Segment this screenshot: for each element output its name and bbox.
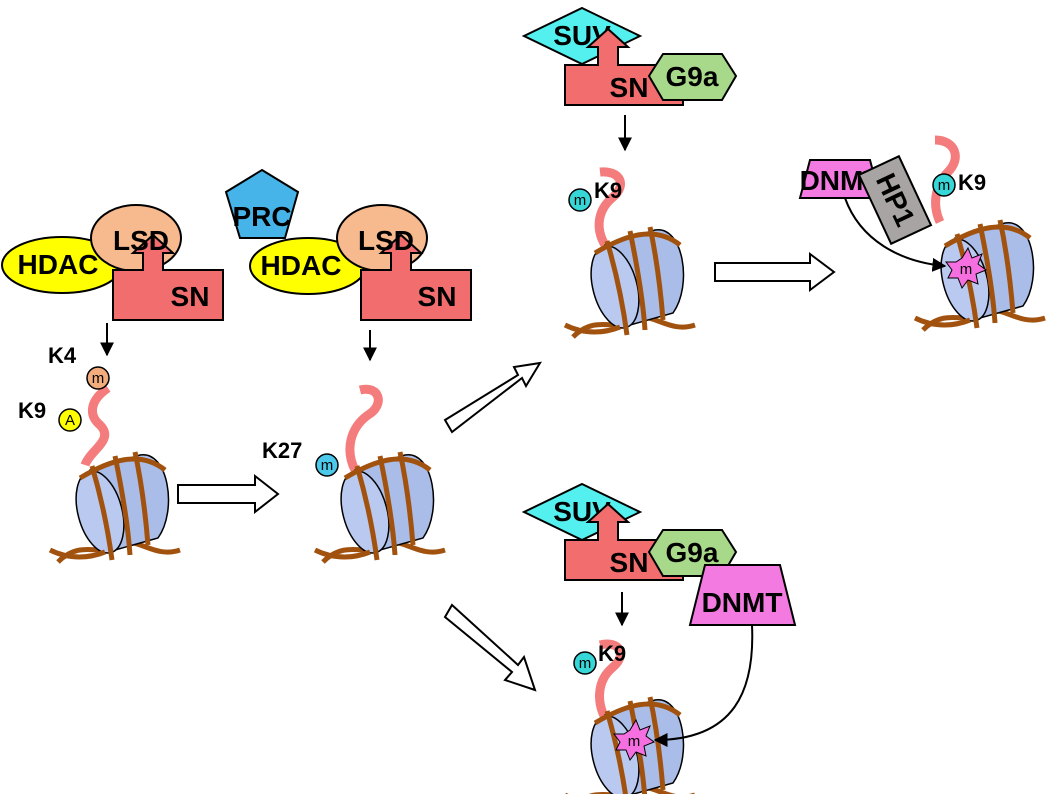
prc-label: PRC — [232, 201, 291, 232]
sn-label-5: SN — [610, 547, 649, 578]
g9a-label-2: G9a — [666, 537, 719, 568]
panel-3: SUV G9a SN m K9 — [521, 6, 738, 337]
histone-tail-5 — [595, 639, 625, 721]
panel-1: HDAC LSD SN K4 K9 m A — [1, 204, 224, 562]
arrow-1-to-2 — [177, 473, 280, 515]
methyl-k9-text-3: m — [574, 192, 587, 209]
k9-label-5: K9 — [598, 641, 626, 666]
sn-shape-3 — [564, 27, 684, 106]
arrow-3-to-4 — [714, 252, 836, 292]
arrow-2-to-3 — [443, 361, 542, 434]
acetyl-k9-mark — [58, 408, 82, 432]
nucleosome-1 — [50, 452, 180, 562]
methyl-k9-mark-3 — [568, 188, 592, 212]
panel-4: DNMT HP1 m K9 m — [798, 135, 1045, 330]
k4-label: K4 — [48, 343, 77, 368]
k9-label-1: K9 — [18, 398, 46, 423]
methyl-k27-mark — [315, 453, 339, 477]
hdac-label-2: HDAC — [261, 250, 342, 281]
g9a-shape-1 — [647, 53, 738, 101]
k9-label-4: K9 — [958, 170, 986, 195]
histone-tail-2 — [345, 384, 383, 473]
acetyl-k9-text: A — [65, 412, 75, 429]
dna-methyl-text-5: m — [628, 733, 641, 750]
sn-label-2: SN — [418, 281, 457, 312]
dnmt-shape-2 — [688, 564, 797, 626]
nucleosome-4 — [915, 220, 1045, 330]
dna-methyl-text-4: m — [960, 261, 973, 278]
sn-label-3: SN — [610, 72, 649, 103]
g9a-label-1: G9a — [666, 61, 719, 92]
dna-methyl-mark-5 — [613, 718, 656, 762]
dna-methyl-mark-4 — [945, 246, 988, 290]
histone-tail-3 — [594, 167, 625, 248]
hdac-label-1: HDAC — [18, 249, 99, 280]
methyl-k4-mark — [86, 366, 110, 390]
methyl-k4-text: m — [92, 370, 105, 387]
panel-5: SUV G9a SN DNMT m K9 m — [521, 482, 797, 794]
dnmt-arrow-5 — [653, 624, 754, 747]
dnmt-label-2: DNMT — [702, 587, 783, 618]
methyl-k9-text-4: m — [938, 177, 951, 194]
nucleosome-3 — [565, 227, 695, 337]
methyl-k9-text-5: m — [579, 655, 592, 672]
methyl-k9-mark-4 — [932, 173, 956, 197]
methyl-k27-text: m — [321, 457, 334, 474]
methyl-k9-mark-5 — [573, 651, 597, 675]
sn-label-1: SN — [171, 281, 210, 312]
k9-label-3: K9 — [594, 178, 622, 203]
histone-tail-1 — [80, 384, 111, 467]
histone-tail-4 — [931, 135, 960, 224]
lsd-label-2: LSD — [358, 225, 414, 256]
lsd-label-1: LSD — [113, 225, 169, 256]
k27-label: K27 — [262, 438, 302, 463]
prc-shape — [224, 168, 300, 239]
hp1-shape: HP1 — [857, 154, 933, 246]
panel-2: PRC HDAC LSD SN K27 m — [224, 168, 472, 562]
arrow-2-to-5 — [443, 603, 537, 692]
dnmt-arrow-4 — [844, 197, 947, 272]
